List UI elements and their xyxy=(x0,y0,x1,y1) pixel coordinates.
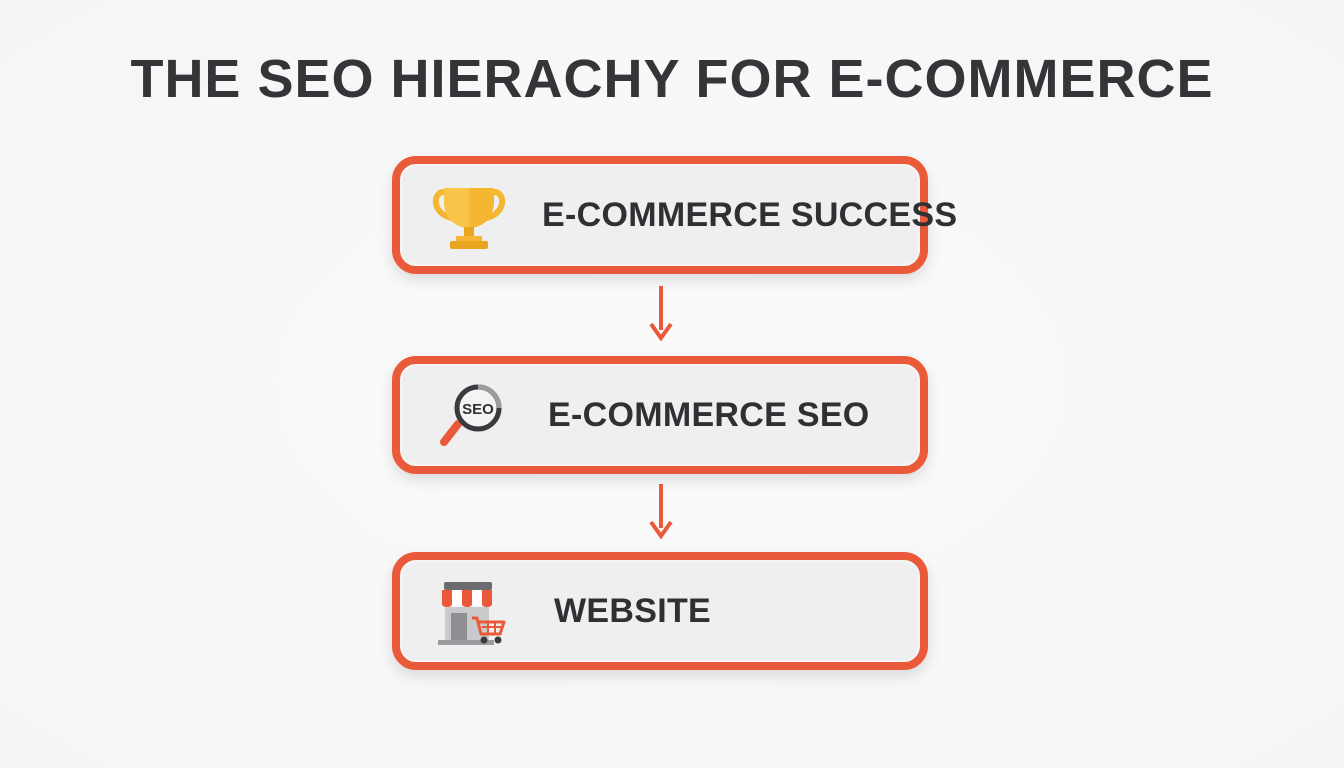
hierarchy-level-website: WEBSITE xyxy=(392,552,928,670)
level-label-success: E-COMMERCE SUCCESS xyxy=(542,196,958,234)
diagram-title: THE SEO HIERACHY FOR E-COMMERCE xyxy=(130,49,1214,109)
trophy-icon xyxy=(432,188,506,249)
storefront-cart-icon xyxy=(438,582,506,645)
arrow-down-icon xyxy=(649,484,673,540)
seo-icon-text: SEO xyxy=(462,401,494,418)
hierarchy-level-seo: SEO E-COMMERCE SEO xyxy=(392,356,928,474)
seo-magnifier-icon: SEO xyxy=(440,384,502,446)
level-label-website: WEBSITE xyxy=(554,592,711,630)
level-label-seo: E-COMMERCE SEO xyxy=(548,396,870,434)
arrow-down-icon xyxy=(649,286,673,342)
hierarchy-level-success: E-COMMERCE SUCCESS xyxy=(392,156,957,274)
